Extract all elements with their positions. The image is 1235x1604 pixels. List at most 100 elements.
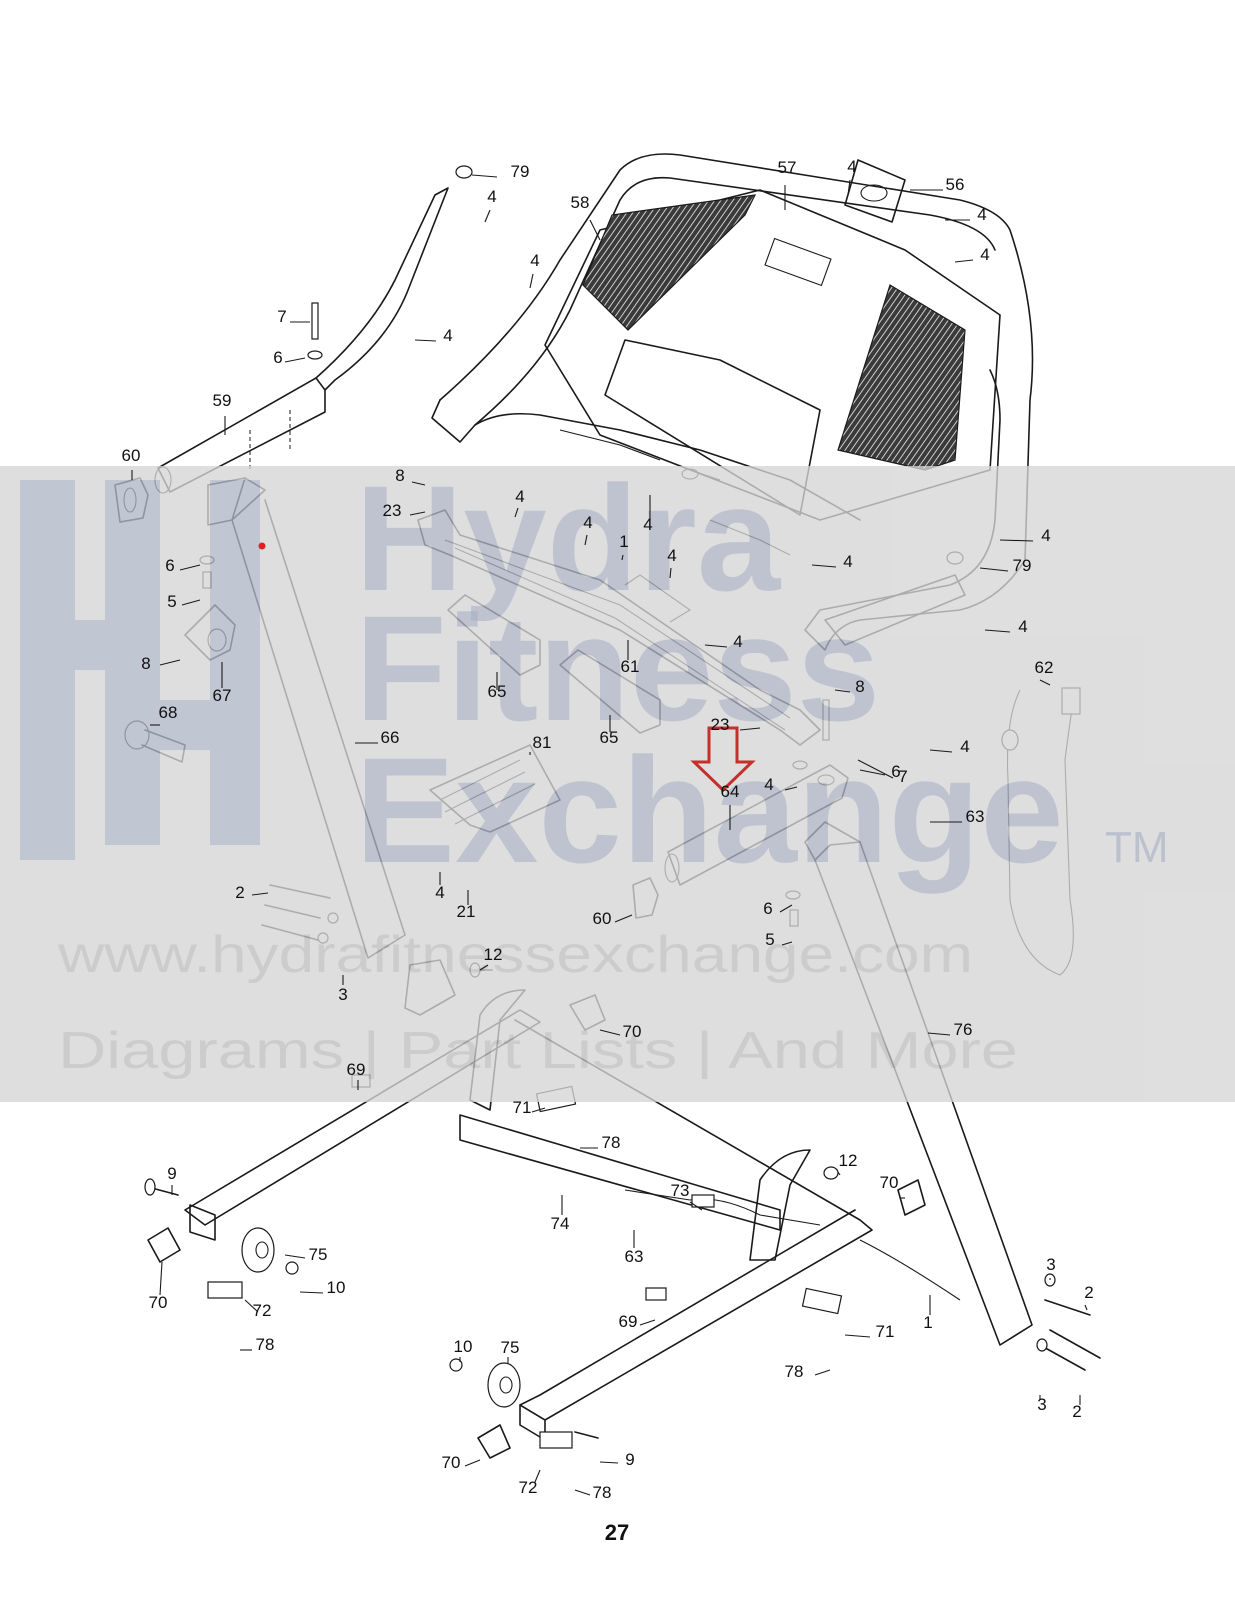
callout-62: 62 — [1035, 658, 1054, 677]
leader-line-72 — [534, 1469, 541, 1483]
leader-line-4 — [847, 179, 851, 196]
callout-5: 5 — [167, 592, 176, 611]
callout-2: 2 — [1084, 1283, 1093, 1302]
leader-line-2 — [251, 892, 269, 896]
callout-12: 12 — [484, 945, 503, 964]
leader-line-60 — [614, 914, 633, 923]
leader-line-70 — [464, 1459, 481, 1467]
callout-63: 63 — [625, 1247, 644, 1266]
leader-line-6 — [179, 564, 201, 571]
callout-63: 63 — [966, 807, 985, 826]
callout-72: 72 — [253, 1301, 272, 1320]
highlight-dot — [258, 542, 266, 550]
callout-2: 2 — [1072, 1402, 1081, 1421]
leader-line-1 — [621, 554, 624, 561]
leader-line-75 — [284, 1254, 306, 1259]
callout-4: 4 — [443, 326, 452, 345]
callout-71: 71 — [876, 1322, 895, 1341]
watermark-website: www.hydrafitnessexchange.com — [57, 926, 973, 984]
callout-4: 4 — [977, 205, 986, 224]
callout-4: 4 — [530, 251, 539, 270]
leader-line-7 — [857, 759, 894, 779]
leader-line-10 — [299, 1291, 324, 1294]
watermark-tagline: Diagrams | Part Lists | And More — [58, 1022, 1018, 1080]
callout-4: 4 — [667, 546, 676, 565]
watermark-band — [0, 466, 1235, 1102]
leader-line-78 — [574, 1489, 591, 1496]
leader-line-6 — [859, 769, 886, 776]
callout-59: 59 — [213, 391, 232, 410]
callout-79: 79 — [511, 162, 530, 181]
callout-69: 69 — [619, 1312, 638, 1331]
callout-4: 4 — [583, 513, 592, 532]
callout-7: 7 — [277, 307, 286, 326]
callout-6: 6 — [273, 348, 282, 367]
callout-70: 70 — [149, 1293, 168, 1312]
callout-2: 2 — [235, 883, 244, 902]
leader-line-4 — [984, 629, 1011, 633]
leader-line-12 — [837, 1171, 841, 1176]
callout-75: 75 — [309, 1245, 328, 1264]
leader-line-8 — [834, 689, 851, 693]
leader-line-4 — [704, 644, 728, 648]
callout-8: 8 — [141, 654, 150, 673]
callout-60: 60 — [122, 446, 141, 465]
left-upright-top-tube — [154, 187, 449, 494]
watermark: Hydra Fitness Exchange TM www.hydrafitne… — [0, 454, 1235, 1102]
callout-6: 6 — [165, 556, 174, 575]
leader-line-9 — [599, 1461, 619, 1464]
callout-12: 12 — [839, 1151, 858, 1170]
watermark-brand-line1: Hydra — [355, 454, 782, 622]
callout-68: 68 — [159, 703, 178, 722]
callout-60: 60 — [593, 909, 612, 928]
callout-76: 76 — [954, 1020, 973, 1039]
callout-79: 79 — [1013, 556, 1032, 575]
watermark-trademark: TM — [1105, 823, 1169, 872]
leader-line-69 — [639, 1319, 656, 1326]
callout-4: 4 — [733, 632, 742, 651]
callout-57: 57 — [778, 158, 797, 177]
leader-line-4 — [784, 786, 798, 791]
callout-3: 3 — [1046, 1255, 1055, 1274]
page-number: 27 — [605, 1520, 629, 1545]
callout-58: 58 — [571, 193, 590, 212]
callout-73: 73 — [671, 1181, 690, 1200]
leader-line-4 — [999, 539, 1034, 542]
callout-67: 67 — [213, 686, 232, 705]
leader-line-72 — [244, 1299, 259, 1313]
callout-4: 4 — [435, 883, 444, 902]
leader-line-5 — [781, 941, 793, 946]
callout-9: 9 — [625, 1450, 634, 1469]
callout-4: 4 — [847, 157, 856, 176]
callout-4: 4 — [515, 487, 524, 506]
leader-line-79 — [471, 174, 498, 178]
callout-8: 8 — [855, 677, 864, 696]
callout-70: 70 — [623, 1022, 642, 1041]
callout-72: 72 — [519, 1478, 538, 1497]
leader-line-4 — [811, 564, 837, 568]
callout-71: 71 — [513, 1098, 532, 1117]
callout-81: 81 — [533, 733, 552, 752]
callout-4: 4 — [487, 187, 496, 206]
callout-70: 70 — [442, 1453, 461, 1472]
leader-line-62 — [1039, 679, 1051, 686]
callout-4: 4 — [980, 245, 989, 264]
callout-4: 4 — [1018, 617, 1027, 636]
leader-line-23 — [409, 511, 426, 516]
leader-line-4 — [929, 749, 953, 753]
callout-61: 61 — [621, 657, 640, 676]
callout-64: 64 — [721, 782, 740, 801]
callout-10: 10 — [327, 1278, 346, 1297]
callout-6: 6 — [763, 899, 772, 918]
leader-line-8 — [159, 659, 181, 666]
leader-line-5 — [181, 599, 201, 606]
leader-line-23 — [739, 727, 761, 731]
console-bracket — [844, 159, 906, 223]
leader-line-76 — [927, 1032, 951, 1036]
callout-23: 23 — [711, 715, 730, 734]
callout-74: 74 — [551, 1214, 570, 1233]
callout-1: 1 — [619, 532, 628, 551]
leader-line-71 — [844, 1334, 871, 1338]
leader-line-71 — [531, 1107, 546, 1113]
